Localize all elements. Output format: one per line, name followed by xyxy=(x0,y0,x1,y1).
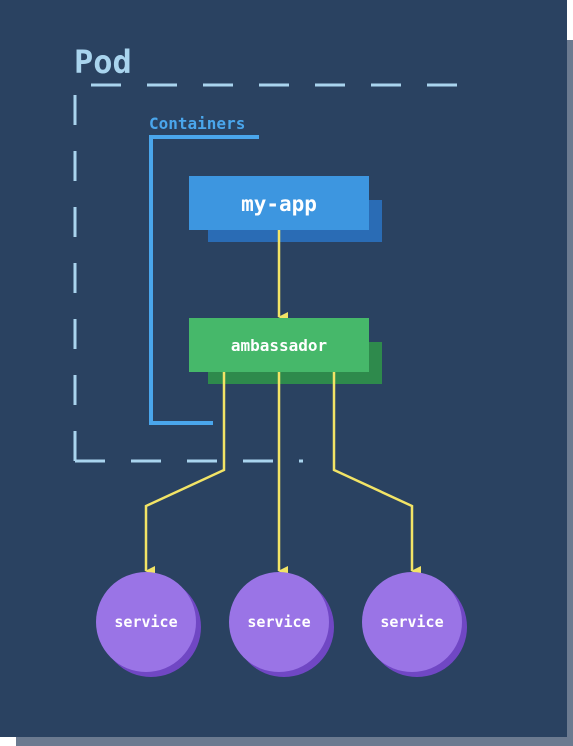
pod-boundary-left-top xyxy=(73,83,481,461)
service-2-label: service xyxy=(247,613,310,631)
containers-label: Containers xyxy=(149,114,245,133)
service-3-label: service xyxy=(380,613,443,631)
pod-title: Pod xyxy=(74,43,132,81)
service-3-circle xyxy=(362,572,462,672)
service-1-circle xyxy=(96,572,196,672)
service-2-circle xyxy=(229,572,329,672)
ambassador-box xyxy=(189,318,369,372)
containers-bracket xyxy=(149,135,259,425)
service-1-label: service xyxy=(114,613,177,631)
app-box-label: my-app xyxy=(241,192,317,216)
arrow-ambassador-to-service-3 xyxy=(332,372,421,576)
ambassador-box-label: ambassador xyxy=(231,336,327,355)
app-box xyxy=(189,176,369,230)
arrow-ambassador-to-service-1 xyxy=(144,372,226,576)
